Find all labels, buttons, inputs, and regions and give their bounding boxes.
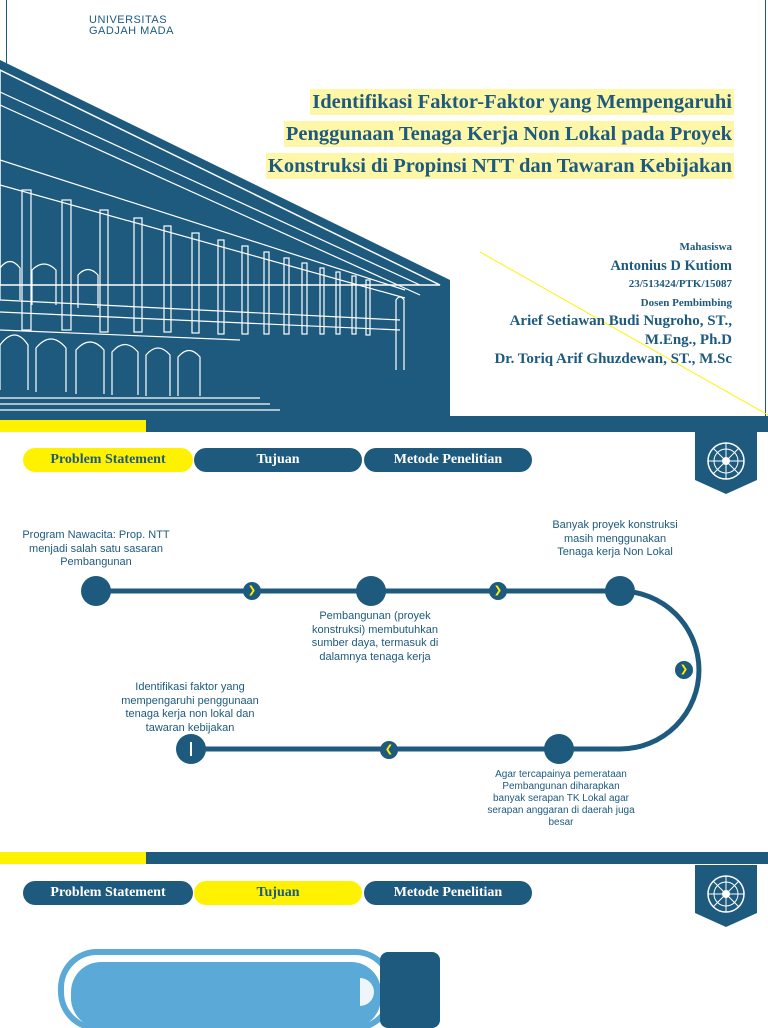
- timeline-path: [95, 588, 702, 752]
- slide3-top-bar: [0, 852, 768, 864]
- advisor-2: Dr. Toriq Arif Ghuzdewan, ST., M.Sc: [494, 351, 732, 367]
- chevron-down-icon: ❯: [675, 661, 693, 679]
- logo-line-2: GADJAH MADA: [89, 25, 174, 37]
- student-name: Antonius D Kutiom: [610, 258, 732, 274]
- goal-capsule-graphic: [58, 949, 440, 1028]
- title-line-1: Identifikasi Faktor-Faktor yang Mempenga…: [312, 91, 732, 113]
- note-banyak-proyek: Banyak proyek konstruksi masih menggunak…: [552, 519, 678, 558]
- chevron-left-icon: ❮: [380, 741, 398, 759]
- tab-tujuan[interactable]: Tujuan: [194, 881, 362, 905]
- timeline-node-5: [176, 734, 206, 764]
- timeline-node-2: [356, 576, 386, 606]
- advisor-label: Dosen Pembimbing: [640, 297, 732, 309]
- tab-metode-penelitian[interactable]: Metode Penelitian: [364, 448, 532, 472]
- logo-line-1: UNIVERSITAS: [89, 14, 168, 26]
- title-line-2: Penggunaan Tenaga Kerja Non Lokal pada P…: [285, 123, 732, 145]
- chevron-right-icon: ❯: [489, 582, 507, 600]
- note-program-nawacita: Program Nawacita: Prop. NTT menjadi sala…: [22, 529, 170, 568]
- timeline-node-3: [605, 576, 635, 606]
- note-pembangunan: Pembangunan (proyek konstruksi) membutuh…: [311, 610, 439, 663]
- tab-problem-statement[interactable]: Problem Statement: [23, 448, 193, 472]
- advisor-1-line-1: Arief Setiawan Budi Nugroho, ST.,: [509, 313, 732, 329]
- tab-problem-statement[interactable]: Problem Statement: [23, 881, 193, 905]
- student-label: Mahasiswa: [679, 241, 732, 253]
- student-id: 23/513424/PTK/15087: [628, 278, 732, 290]
- ugm-seal-icon: [695, 432, 757, 494]
- advisor-1-line-2: M.Eng., Ph.D: [644, 332, 732, 348]
- ugm-seal-icon: [695, 865, 757, 927]
- timeline-node-1: [81, 576, 111, 606]
- timeline-node-4: [544, 734, 574, 764]
- title-line-3: Konstruksi di Propinsi NTT dan Tawaran K…: [267, 155, 732, 177]
- building-illustration: [0, 60, 768, 432]
- note-identifikasi: Identifikasi faktor yang mempengaruhi pe…: [121, 681, 259, 734]
- presentation-title: Identifikasi Faktor-Faktor yang Mempenga…: [212, 86, 732, 182]
- chevron-right-icon: ❯: [243, 582, 261, 600]
- university-logo: UNIVERSITAS GADJAH MADA: [89, 15, 174, 37]
- note-pemerataan: Agar tercapainya pemerataan Pembangunan …: [487, 769, 635, 828]
- title-slide: UNIVERSITAS GADJAH MADA Identifikasi Fak…: [0, 0, 768, 432]
- tab-metode-penelitian[interactable]: Metode Penelitian: [364, 881, 532, 905]
- tab-tujuan[interactable]: Tujuan: [194, 448, 362, 472]
